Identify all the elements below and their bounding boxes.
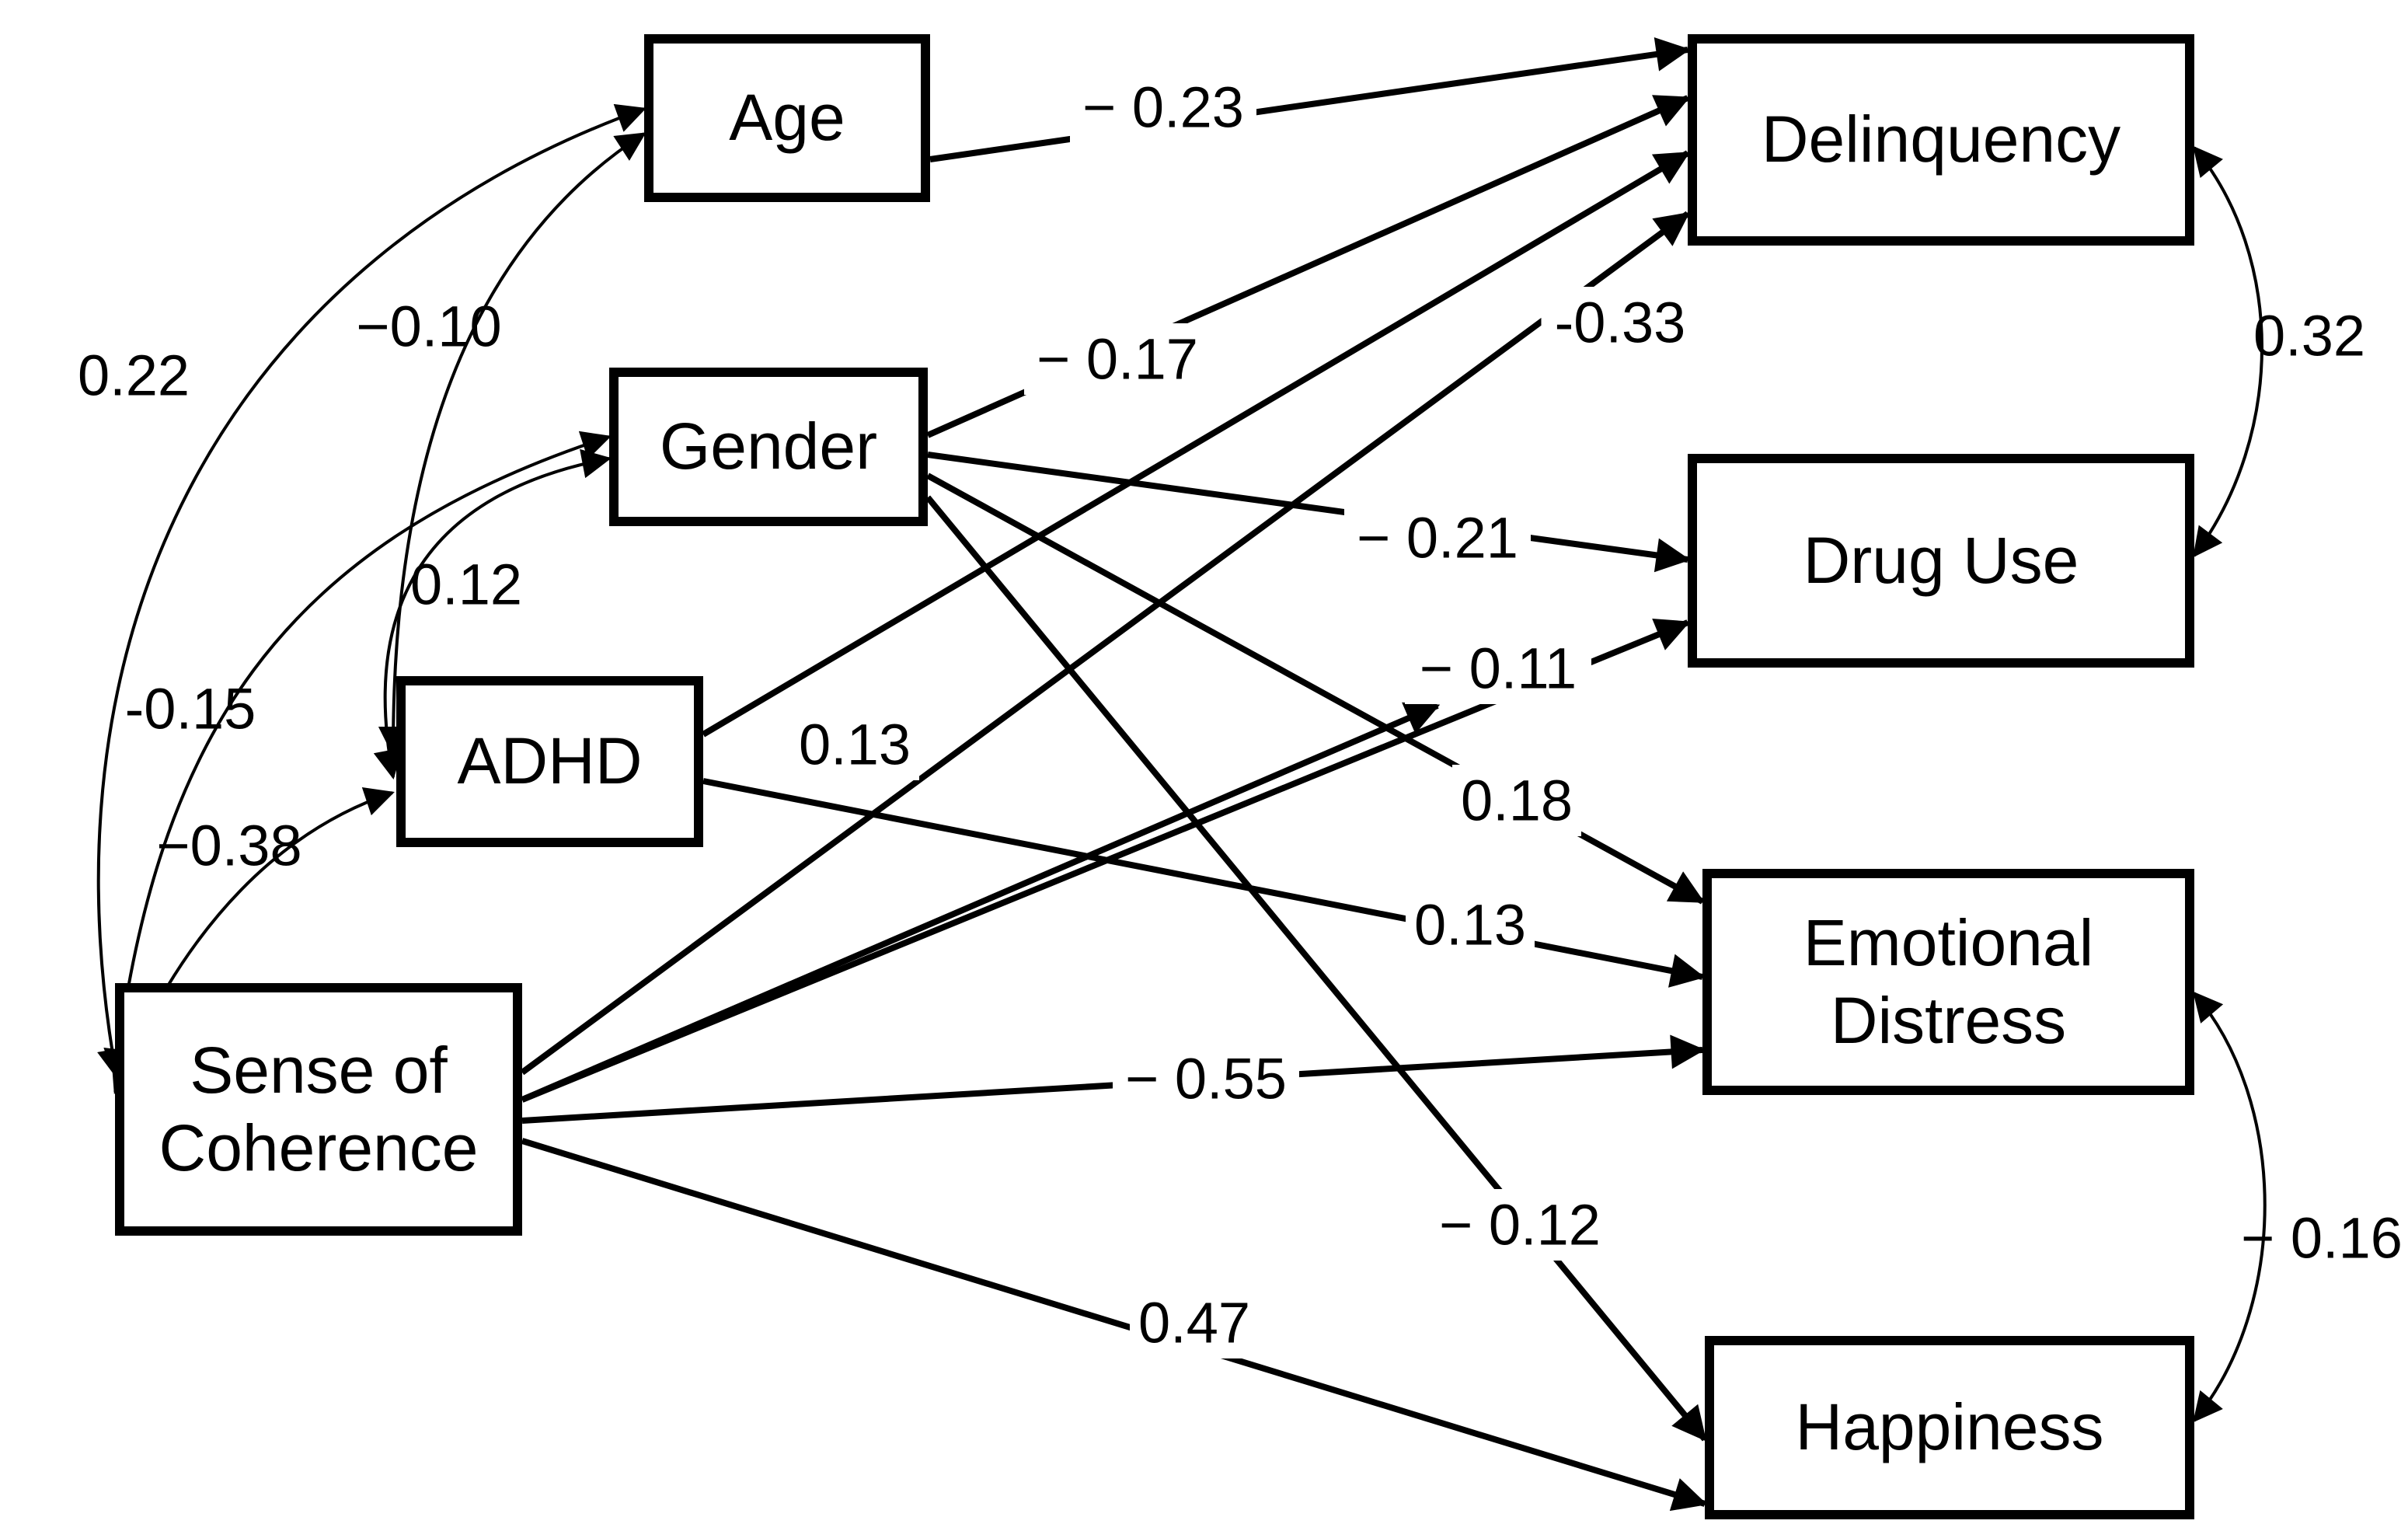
node-happiness-label-line-0: Happiness bbox=[1795, 1390, 2104, 1464]
path-soc-druguse-mid-arrowhead bbox=[521, 702, 1441, 1103]
correlation-label-adhd-soc: −0.38 bbox=[156, 814, 301, 878]
correlation-label-adhd-age: −0.10 bbox=[356, 295, 501, 359]
path-label-gender-delinquency: − 0.17 bbox=[1037, 327, 1198, 392]
path-label-gender-druguse: − 0.21 bbox=[1357, 506, 1518, 570]
correlation-label-emotional-happiness: − 0.16 bbox=[2241, 1206, 2403, 1271]
path-adhd-delinquency bbox=[701, 150, 1691, 738]
node-emotional-label-line-0: Emotional bbox=[1803, 906, 2094, 980]
path-label-gender-happiness-mask bbox=[1427, 1189, 1613, 1261]
path-adhd-emotional bbox=[702, 778, 1706, 988]
path-age-delinquency bbox=[929, 37, 1691, 162]
path-label-adhd-delinquency-mask bbox=[790, 709, 919, 780]
correlation-label-soc-age: 0.22 bbox=[78, 344, 190, 408]
path-label-adhd-delinquency: 0.13 bbox=[799, 713, 911, 777]
correlation-emotional-happiness bbox=[2193, 991, 2267, 1423]
path-label-adhd-emotional-mask bbox=[1406, 889, 1535, 961]
node-gender: Gender bbox=[609, 368, 928, 526]
node-gender-label-line-0: Gender bbox=[659, 410, 878, 483]
path-label-soc-delinquency-mask bbox=[1541, 287, 1699, 358]
node-emotional-label-line-1: Distress bbox=[1830, 983, 2067, 1057]
path-label-soc-emotional-mask bbox=[1113, 1043, 1299, 1114]
correlation-adhd-age bbox=[378, 132, 646, 757]
node-age-label-line-0: Age bbox=[729, 81, 845, 155]
path-soc-delinquency bbox=[520, 211, 1690, 1076]
path-label-gender-happiness: − 0.12 bbox=[1439, 1193, 1601, 1257]
node-adhd-label-line-0: ADHD bbox=[457, 724, 643, 798]
correlation-arrows bbox=[96, 103, 2267, 1423]
path-label-soc-druguse-mask bbox=[1405, 633, 1591, 704]
path-label-soc-druguse: − 0.11 bbox=[1420, 636, 1577, 701]
node-age: Age bbox=[644, 34, 930, 202]
path-soc-emotional bbox=[521, 1034, 1706, 1124]
correlation-label-gender-adhd: 0.12 bbox=[410, 553, 522, 617]
node-druguse: Drug Use bbox=[1688, 454, 2194, 668]
path-label-gender-emotional-mask bbox=[1452, 765, 1581, 836]
path-label-soc-emotional: − 0.55 bbox=[1125, 1047, 1287, 1111]
node-delinquency: Delinquency bbox=[1688, 34, 2194, 246]
coefficient-labels: − 0.23 − 0.17 0.13 -0.33 − 0.21 − 0.11 0.18 0.1… bbox=[78, 71, 2403, 1358]
node-druguse-label-line-0: Drug Use bbox=[1803, 523, 2079, 597]
path-label-age-delinquency-mask bbox=[1070, 71, 1256, 143]
path-label-soc-happiness: 0.47 bbox=[1138, 1291, 1250, 1355]
node-soc-label-line-0: Sense of bbox=[190, 1034, 448, 1107]
path-gender-happiness bbox=[925, 495, 1708, 1442]
correlation-label-delinquency-druguse: 0.32 bbox=[2253, 304, 2365, 368]
path-label-soc-delinquency: -0.33 bbox=[1555, 291, 1686, 355]
node-adhd: ADHD bbox=[396, 676, 703, 847]
correlation-delinquency-druguse bbox=[2193, 145, 2263, 558]
node-happiness: Happiness bbox=[1705, 1336, 2194, 1519]
node-delinquency-label-line-0: Delinquency bbox=[1761, 103, 2121, 176]
node-soc-label-line-1: Coherence bbox=[159, 1111, 479, 1184]
path-gender-druguse bbox=[927, 452, 1691, 573]
path-soc-happiness bbox=[521, 1138, 1708, 1512]
path-label-gender-delinquency-mask bbox=[1024, 323, 1211, 395]
path-label-gender-emotional: 0.18 bbox=[1461, 769, 1573, 833]
correlation-label-gender-soc: -0.15 bbox=[125, 677, 256, 741]
path-label-gender-druguse-mask bbox=[1344, 502, 1531, 574]
path-label-soc-happiness-mask bbox=[1130, 1287, 1259, 1358]
correlation-soc-age bbox=[96, 103, 646, 1079]
path-label-adhd-emotional: 0.13 bbox=[1414, 893, 1526, 957]
path-label-age-delinquency: − 0.23 bbox=[1082, 75, 1244, 140]
